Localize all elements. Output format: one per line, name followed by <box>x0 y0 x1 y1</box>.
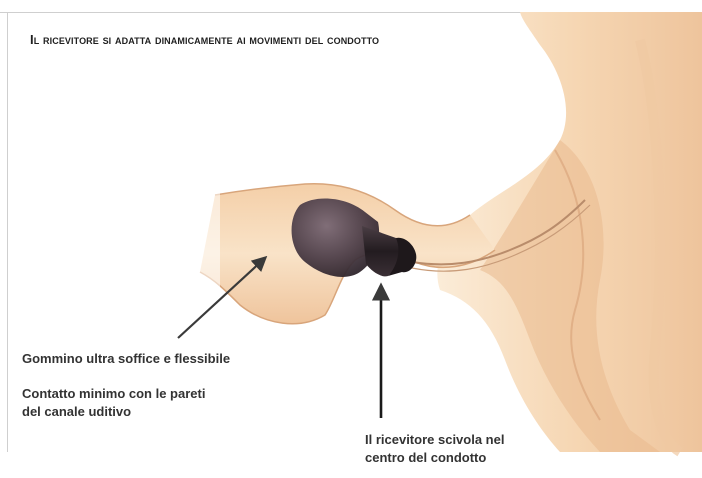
diagram-title: IL RICEVITORE SI ADATTA DINAMICAMENTE AI… <box>30 28 500 51</box>
contact-label-line-1: Contatto minimo con le pareti <box>22 385 262 403</box>
dome-label: Gommino ultra soffice e flessibile <box>22 350 322 368</box>
contact-label-line-2: del canale uditivo <box>22 403 262 421</box>
receiver-label: Il ricevitore scivola nel centro del con… <box>365 431 565 467</box>
receiver-label-line-2: centro del condotto <box>365 449 565 467</box>
canal-left-fade <box>150 180 220 290</box>
receiver-label-line-1: Il ricevitore scivola nel <box>365 431 565 449</box>
contact-label: Contatto minimo con le pareti del canale… <box>22 385 262 421</box>
